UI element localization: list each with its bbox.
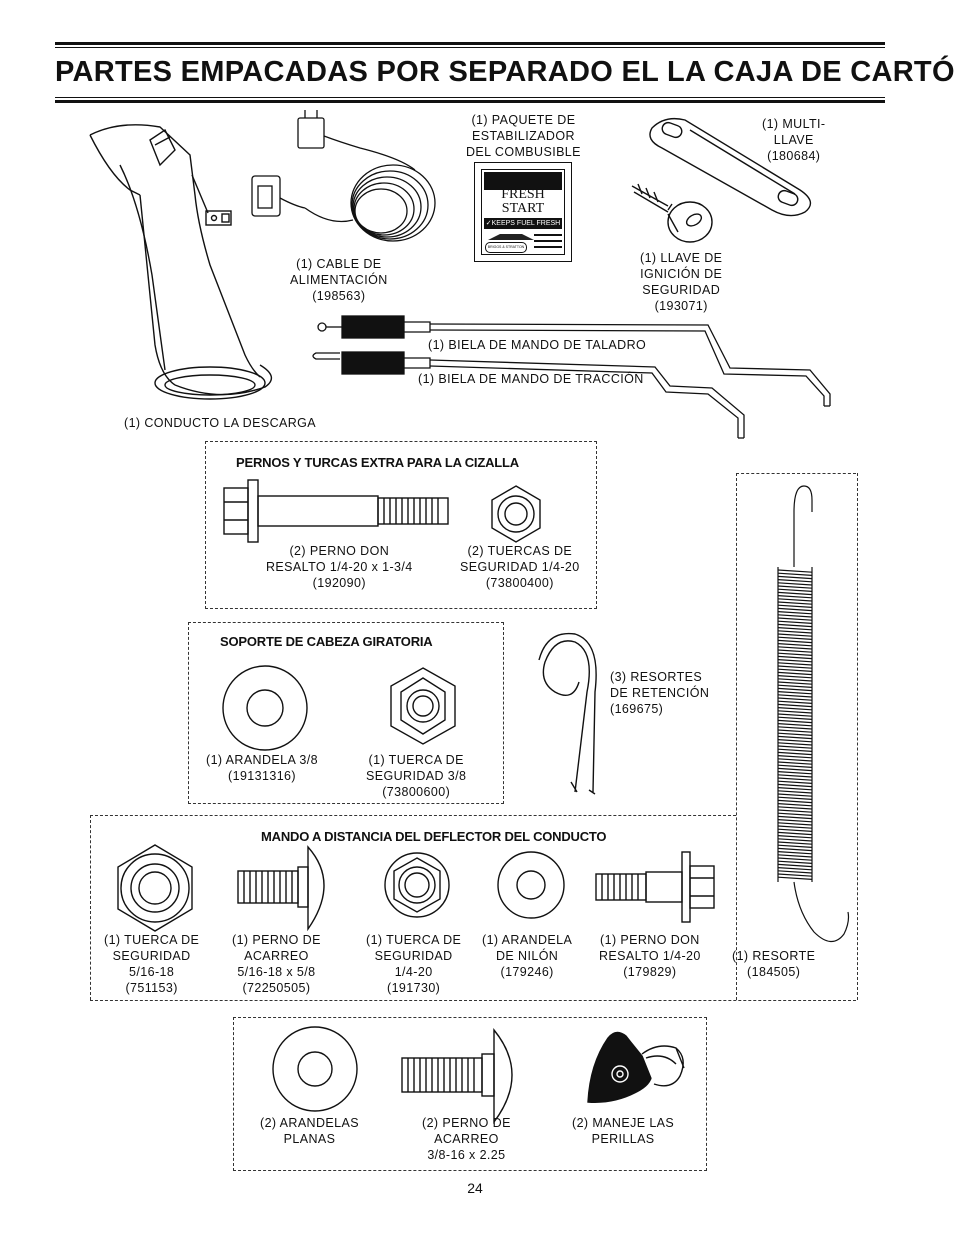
remote-shoulder-bolt-label: (1) PERNO DON RESALTO 1/4-20 (179829): [599, 933, 701, 979]
retainer-spring-illustration: [538, 632, 597, 795]
flat-washer-illustration: [272, 1026, 358, 1112]
knob-handle-illustration: [587, 1031, 685, 1103]
shear-section-frame: [205, 441, 597, 609]
fuel-pack-box: FRESH START ✓KEEPS FUEL FRESH BRIGGS & S…: [474, 162, 572, 262]
lock-nut-3-8-illustration: [390, 667, 456, 745]
title-rule-top-thin: [55, 47, 885, 48]
swivel-section-frame: [188, 622, 504, 804]
title-rule-bottom: [55, 100, 885, 103]
shear-section-title: PERNOS Y TURCAS EXTRA PARA LA CIZALLA: [236, 455, 519, 470]
remote-section-bottom: [90, 1000, 856, 1001]
extension-spring-illustration: [777, 485, 850, 943]
remote-bolt-5-16-label: (1) PERNO DE ACARREO 5/16-18 x 5/8 (7225…: [232, 933, 321, 995]
carriage-bolt-3-8-illustration: [401, 1028, 513, 1125]
spring-section-frame: [736, 473, 858, 1000]
remote-section-left: [90, 815, 91, 1000]
fuel-pack-line2: START: [501, 201, 545, 216]
nylon-washer-illustration: [497, 851, 565, 919]
power-cord-illustration: [251, 110, 436, 242]
swivel-section-title: SOPORTE DE CABEZA GIRATORIA: [220, 634, 433, 649]
shear-bolt-label: (2) PERNO DON RESALTO 1/4-20 x 1-3/4 (19…: [266, 544, 413, 590]
power-cord-label: (1) CABLE DE ALIMENTACIÓN (198563): [290, 257, 388, 303]
title-rule-top: [55, 42, 885, 45]
multi-key-label: (1) MULTI- LLAVE (180684): [762, 117, 826, 163]
lock-nut-quarter-illustration: [491, 485, 541, 543]
bottom-bolt-label: (2) PERNO DE ACARREO 3/8-16 x 2.25: [422, 1116, 511, 1162]
lock-nut-5-16-illustration: [117, 844, 193, 932]
traction-rod-label: (1) BIELA DE MANDO DE TRACCIÓN: [418, 372, 644, 386]
shoulder-bolt-1-4-illustration: [595, 851, 715, 923]
chute-label: (1) CONDUCTO LA DESCARGA: [124, 416, 317, 430]
spring-label: (1) RESORTE (184505): [732, 949, 816, 979]
shoulder-bolt-illustration: [223, 479, 449, 543]
bottom-section-frame: [233, 1017, 707, 1171]
bottom-washer-label: (2) ARANDELAS PLANAS: [260, 1116, 359, 1146]
page-title: PARTES EMPACADAS POR SEPARADO EL LA CAJA…: [55, 56, 954, 88]
ignition-key-label: (1) LLAVE DE IGNICIÓN DE SEGURIDAD (1930…: [640, 251, 723, 313]
fuel-pack-label: (1) PAQUETE DE ESTABILIZADOR DEL COMBUSI…: [466, 113, 581, 159]
remote-nylon-washer-label: (1) ARANDELA DE NILÓN (179246): [482, 933, 573, 979]
auger-rod-label: (1) BIELA DE MANDO DE TALADRO: [428, 338, 647, 352]
swivel-washer-label: (1) ARANDELA 3/8 (19131316): [206, 753, 319, 783]
page-number: 24: [467, 1180, 483, 1196]
fuel-pack-brand: BRIGGS & STRATTON: [485, 242, 527, 253]
remote-nut-1-4-label: (1) TUERCA DE SEGURIDAD 1/4-20 (191730): [366, 933, 462, 995]
discharge-chute-illustration: [89, 124, 273, 400]
retainer-spring-label: (3) RESORTES DE RETENCIÓN (169675): [610, 670, 710, 716]
fuel-pack-line1: FRESH: [501, 187, 545, 202]
lock-nut-1-4-illustration: [384, 852, 450, 918]
remote-section-title: MANDO A DISTANCIA DEL DEFLECTOR DEL COND…: [261, 829, 607, 844]
control-rods-illustration: [312, 315, 831, 439]
shear-nut-label: (2) TUERCAS DE SEGURIDAD 1/4-20 (7380040…: [460, 544, 580, 590]
washer-3-8-illustration: [222, 665, 308, 751]
ignition-key-illustration: [631, 183, 713, 243]
spring-section-top: [736, 473, 856, 474]
remote-section-top: [90, 815, 736, 816]
title-rule-bottom-thin: [55, 97, 885, 98]
multi-key-illustration: [649, 117, 812, 217]
carriage-bolt-5-16-illustration: [237, 845, 325, 932]
fuel-pack-banner: ✓KEEPS FUEL FRESH: [484, 218, 562, 229]
remote-nut-5-16-label: (1) TUERCA DE SEGURIDAD 5/16-18 (751153): [104, 933, 200, 995]
swivel-nut-label: (1) TUERCA DE SEGURIDAD 3/8 (73800600): [366, 753, 467, 799]
bottom-knob-label: (2) MANEJE LAS PERILLAS: [572, 1116, 675, 1146]
